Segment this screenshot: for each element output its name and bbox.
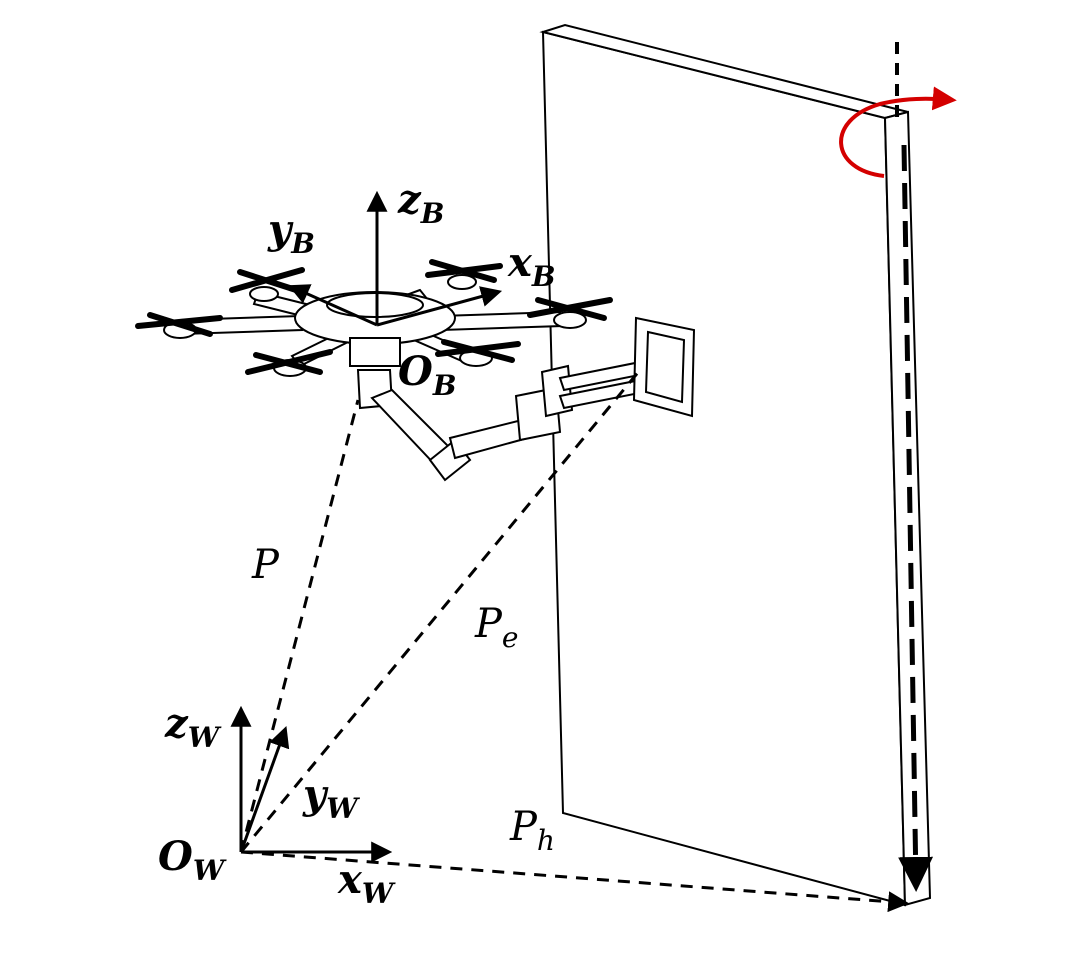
hinge-axis [895,42,934,892]
label-yB: yB [267,206,315,260]
label-zW: zW [164,700,222,754]
position-vectors [239,369,910,913]
hexacopter-icon [135,259,613,377]
label-P: P [251,542,280,588]
drone-hub-top [326,292,424,318]
vector-Ph [240,850,910,913]
world-frame-axes [230,705,393,863]
end-effector-plate [632,316,696,418]
body-frame-axes [288,190,503,327]
label-OB: OB [398,348,457,402]
label-zB: zB [397,176,444,230]
label-xB: xB [507,239,556,293]
labels: zB yB xB OB zW yW xW OW P Pe Ph [158,176,556,910]
label-yW: yW [302,771,360,825]
xB-axis [376,286,503,327]
label-Ph: Ph [509,804,555,857]
label-xW: xW [337,856,396,910]
door-panel [539,23,932,907]
end-effector-inner [644,330,686,404]
vector-P [239,399,360,853]
motor [249,286,279,302]
yW-axis [239,726,290,853]
label-OW: OW [158,833,227,887]
label-Pe: Pe [474,601,519,654]
yB-axis [288,284,378,327]
rotation-arrow-icon [839,86,957,178]
motor [447,274,477,290]
motor [553,311,587,329]
drone-body [349,337,401,367]
manipulator-arm [356,316,696,482]
drone-propellers [135,259,613,375]
arm-joint-3 [540,364,574,418]
